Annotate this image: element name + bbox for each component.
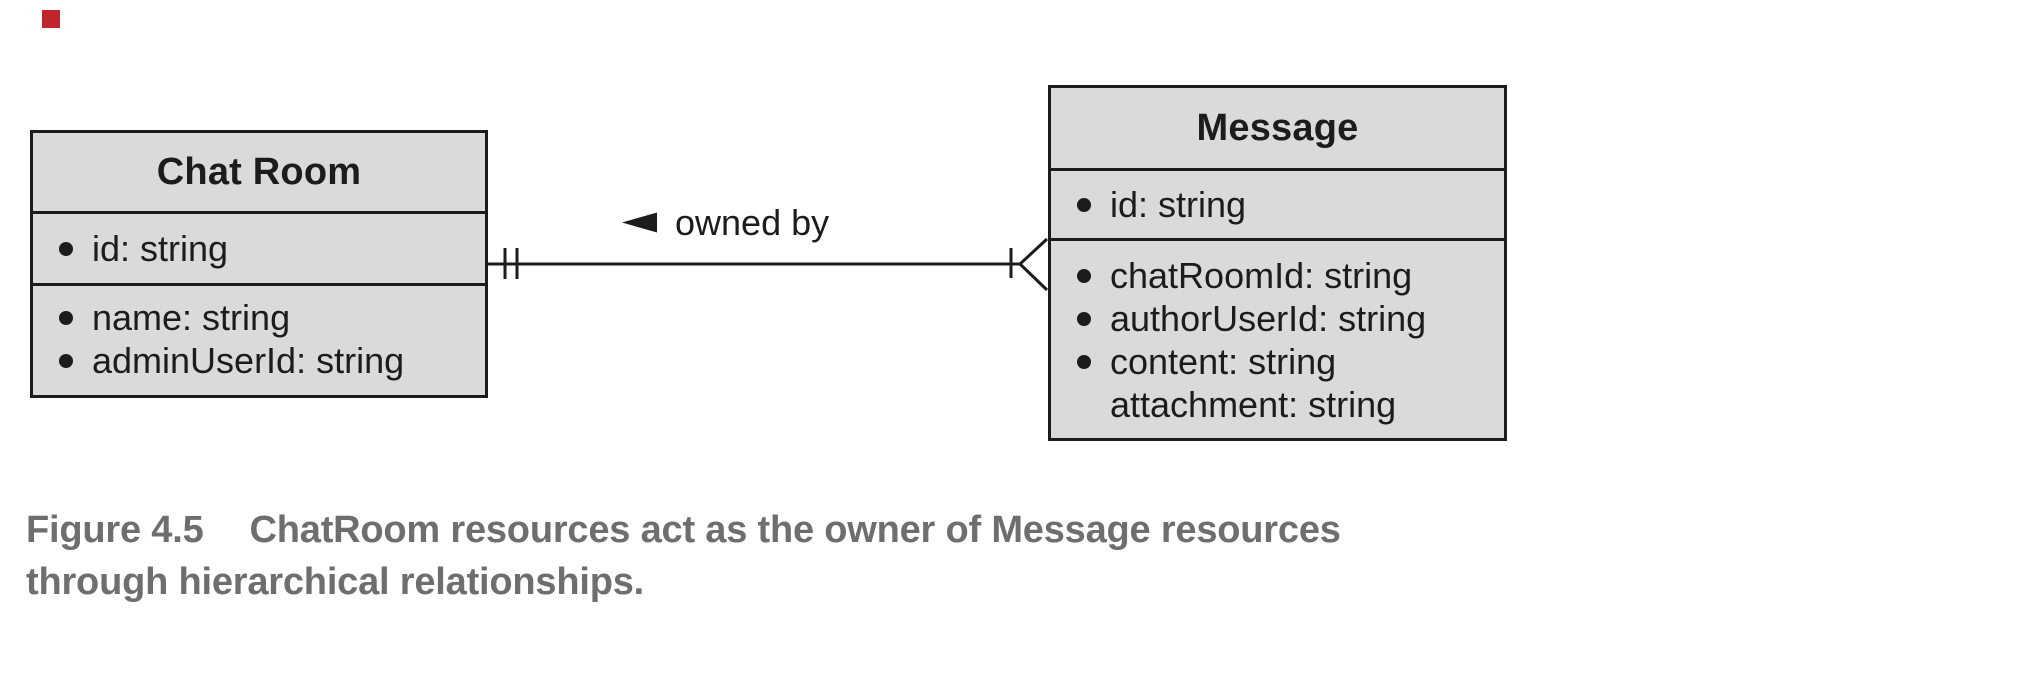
entity-message-title: Message — [1196, 106, 1359, 149]
field-text: attachment: string — [1110, 383, 1397, 425]
bullet-icon — [1077, 311, 1091, 326]
bullet-icon — [1077, 268, 1091, 283]
field-text: id: string — [92, 227, 229, 269]
red-square-marker — [42, 10, 60, 28]
bullet-icon — [1077, 197, 1091, 212]
one-or-many-marker — [1009, 237, 1049, 292]
entity-chat-room-title: Chat Room — [156, 150, 362, 193]
entity-chat-room-attr-compartment: name: string adminUserId: string — [33, 283, 485, 382]
bullet-icon — [1077, 354, 1091, 369]
field-text: content: string — [1110, 340, 1337, 382]
relationship-label: owned by — [675, 202, 830, 243]
entity-chat-room-key-compartment: id: string — [33, 211, 485, 283]
direction-triangle-icon — [622, 212, 657, 233]
field-text: chatRoomId: string — [1110, 254, 1413, 296]
field-text: adminUserId: string — [92, 339, 405, 381]
bullet-icon — [59, 241, 73, 256]
field-row: attachment: string — [1051, 383, 1504, 426]
field-row: id: string — [1051, 183, 1504, 226]
field-row: content: string — [1051, 340, 1504, 383]
field-text: name: string — [92, 296, 291, 338]
field-row: name: string — [33, 296, 485, 339]
field-row: chatRoomId: string — [1051, 254, 1504, 297]
field-row: authorUserId: string — [1051, 297, 1504, 340]
entity-message-attr-compartment: chatRoomId: string authorUserId: string … — [1051, 238, 1504, 426]
bullet-icon — [59, 353, 73, 368]
caption-line-2: through hierarchical relationships. — [26, 561, 645, 603]
caption-text: ChatRoom resources act as the owner of M… — [249, 509, 1341, 551]
caption-figure-number: Figure 4.5 — [26, 509, 204, 551]
bullet-icon — [59, 310, 73, 325]
entity-chat-room: Chat Room id: string name: string adminU… — [30, 130, 488, 398]
field-text: id: string — [1110, 183, 1247, 225]
field-row: adminUserId: string — [33, 339, 485, 382]
field-text: authorUserId: string — [1110, 297, 1427, 339]
figure-caption: Figure 4.5 ChatRoom resources act as the … — [26, 504, 1586, 608]
entity-message-key-compartment: id: string — [1051, 168, 1504, 238]
exactly-one-marker — [503, 248, 519, 279]
field-row: id: string — [33, 227, 485, 270]
entity-message: Message id: string chatRoomId: string au… — [1048, 85, 1507, 441]
caption-line-1: Figure 4.5 ChatRoom resources act as the … — [26, 504, 1586, 556]
